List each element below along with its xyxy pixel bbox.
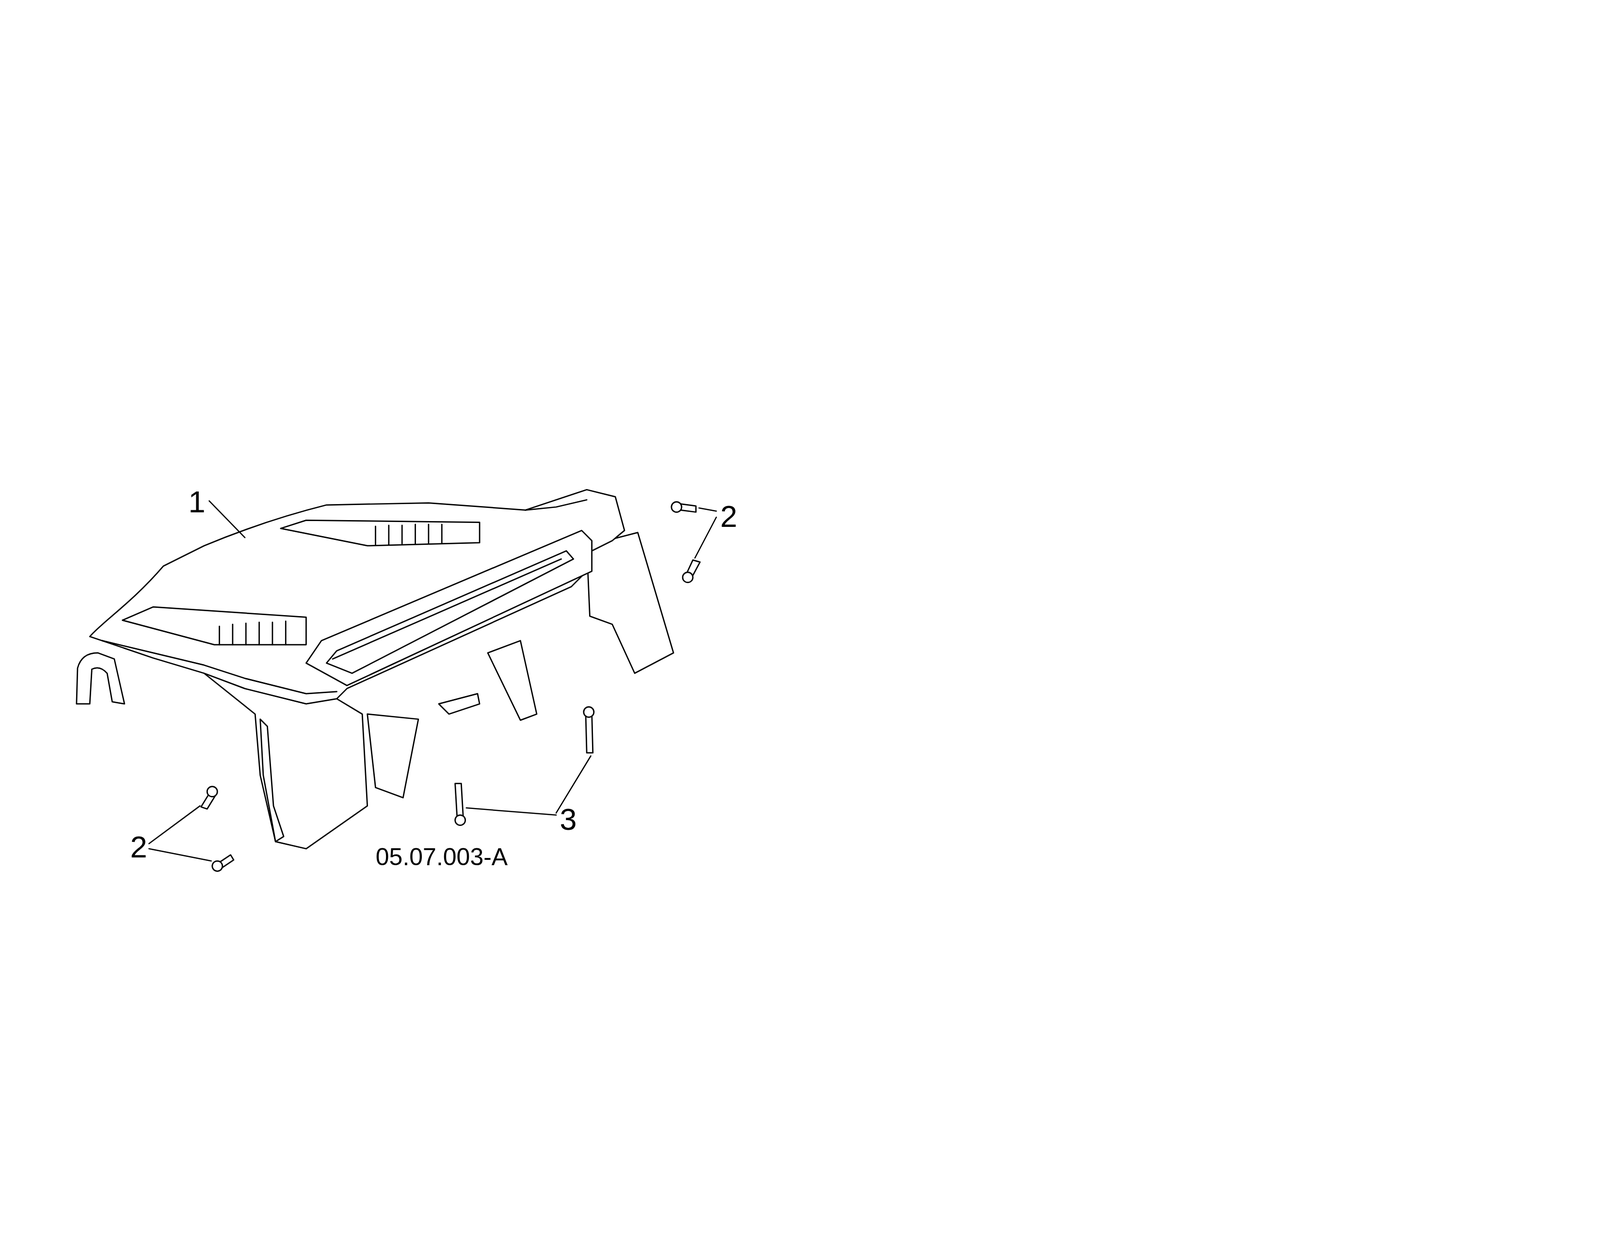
vent (280, 520, 480, 546)
tray (305, 530, 592, 686)
callout-number-holder: 1 (188, 486, 206, 518)
callout-number: 1 (188, 484, 206, 519)
figure-code: 05.07.003-A (375, 843, 508, 871)
front-tab (76, 653, 125, 704)
callout-number-holder: 2 (720, 501, 737, 532)
side-panel (204, 673, 368, 849)
figure-code-holder: 05.07.003-A (375, 845, 508, 870)
center-bracket (487, 640, 537, 721)
callout-number: 2 (720, 499, 737, 534)
tray-opening (326, 550, 574, 674)
callout-number: 2 (129, 830, 147, 864)
callout-number-holder: 3 (559, 804, 577, 835)
center-bracket (367, 714, 419, 799)
hood-edge (101, 640, 337, 694)
center-bracket (438, 693, 480, 715)
tray-rim (332, 559, 561, 659)
hood-shell (89, 489, 625, 704)
leader-line (148, 500, 717, 862)
hood-edge (525, 499, 587, 511)
side-panel (586, 532, 674, 674)
side-panel (260, 719, 284, 843)
bolt (201, 501, 701, 872)
vent (122, 607, 307, 645)
callout-number-holder: 2 (129, 832, 147, 863)
callout-number: 3 (559, 802, 577, 837)
